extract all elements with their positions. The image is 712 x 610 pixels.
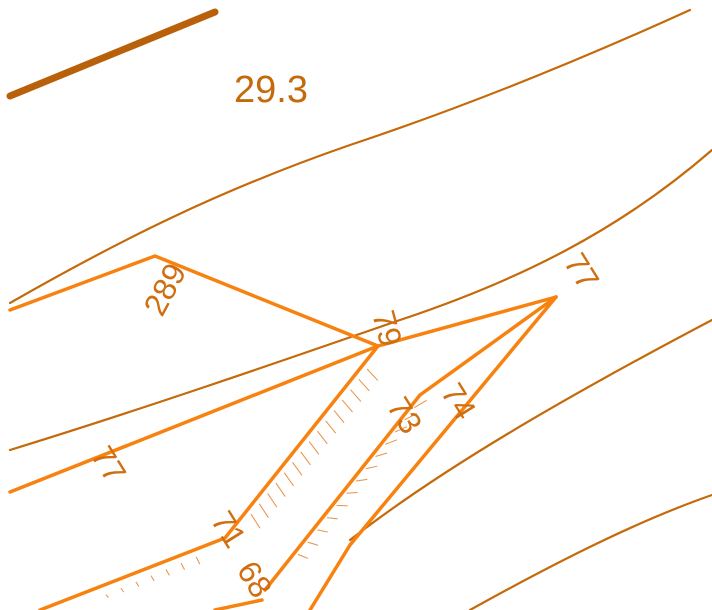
hatch-stroke	[325, 420, 337, 434]
index-contour-line	[6, 8, 219, 100]
hatch-stroke	[150, 575, 155, 582]
hatch-stroke	[394, 426, 408, 433]
contour-line	[348, 318, 712, 542]
elevation-label: 29.3	[234, 69, 308, 111]
hatch-stroke	[365, 465, 378, 470]
hatch-stroke	[350, 389, 362, 402]
hatch-stroke	[258, 503, 269, 518]
parcel-boundary-289	[8, 254, 380, 348]
hatch-stroke	[267, 493, 278, 508]
hatch-stroke	[105, 594, 109, 599]
parcel-boundary-bottom	[213, 598, 264, 610]
hatch-stroke	[283, 472, 295, 487]
parcel-boundary-74	[308, 295, 558, 610]
hatch-stroke	[275, 482, 286, 497]
contour-line	[8, 148, 712, 452]
parcel-label-77-top: 77	[557, 247, 606, 296]
hatch-stroke	[317, 430, 328, 445]
hatch-stroke	[404, 413, 417, 421]
hatch-stroke	[308, 441, 320, 455]
hatch-stroke	[326, 517, 338, 520]
hatch-stroke	[307, 541, 319, 546]
contour-line	[8, 8, 692, 305]
hatch-stroke	[250, 513, 261, 529]
hatch-stroke	[165, 569, 170, 576]
hatch-stroke	[385, 439, 398, 445]
parcel-boundary-71	[38, 344, 380, 610]
hatch-stroke	[341, 399, 353, 413]
hatch-stroke	[366, 368, 379, 381]
contour-line	[468, 493, 712, 610]
hatch-stroke	[180, 562, 185, 570]
parcel-label-73: 73	[380, 391, 429, 440]
hatch-stroke	[333, 410, 345, 423]
parcel-label-68: 68	[230, 555, 279, 604]
hatch-stroke	[346, 492, 358, 494]
hatch-stroke	[195, 556, 201, 565]
hatching	[105, 368, 427, 599]
hatch-stroke	[297, 553, 309, 559]
hatch-stroke	[135, 581, 140, 587]
hatch-stroke	[414, 399, 427, 409]
hatch-stroke	[317, 529, 328, 533]
hatch-stroke	[300, 451, 311, 466]
hatch-stroke	[292, 462, 303, 476]
hatch-stroke	[356, 478, 368, 482]
hatch-stroke	[358, 379, 370, 392]
hatch-stroke	[120, 587, 125, 593]
hatch-stroke	[375, 452, 388, 457]
parcel-boundary-73	[263, 295, 558, 592]
parcel-label-74: 74	[434, 377, 483, 426]
